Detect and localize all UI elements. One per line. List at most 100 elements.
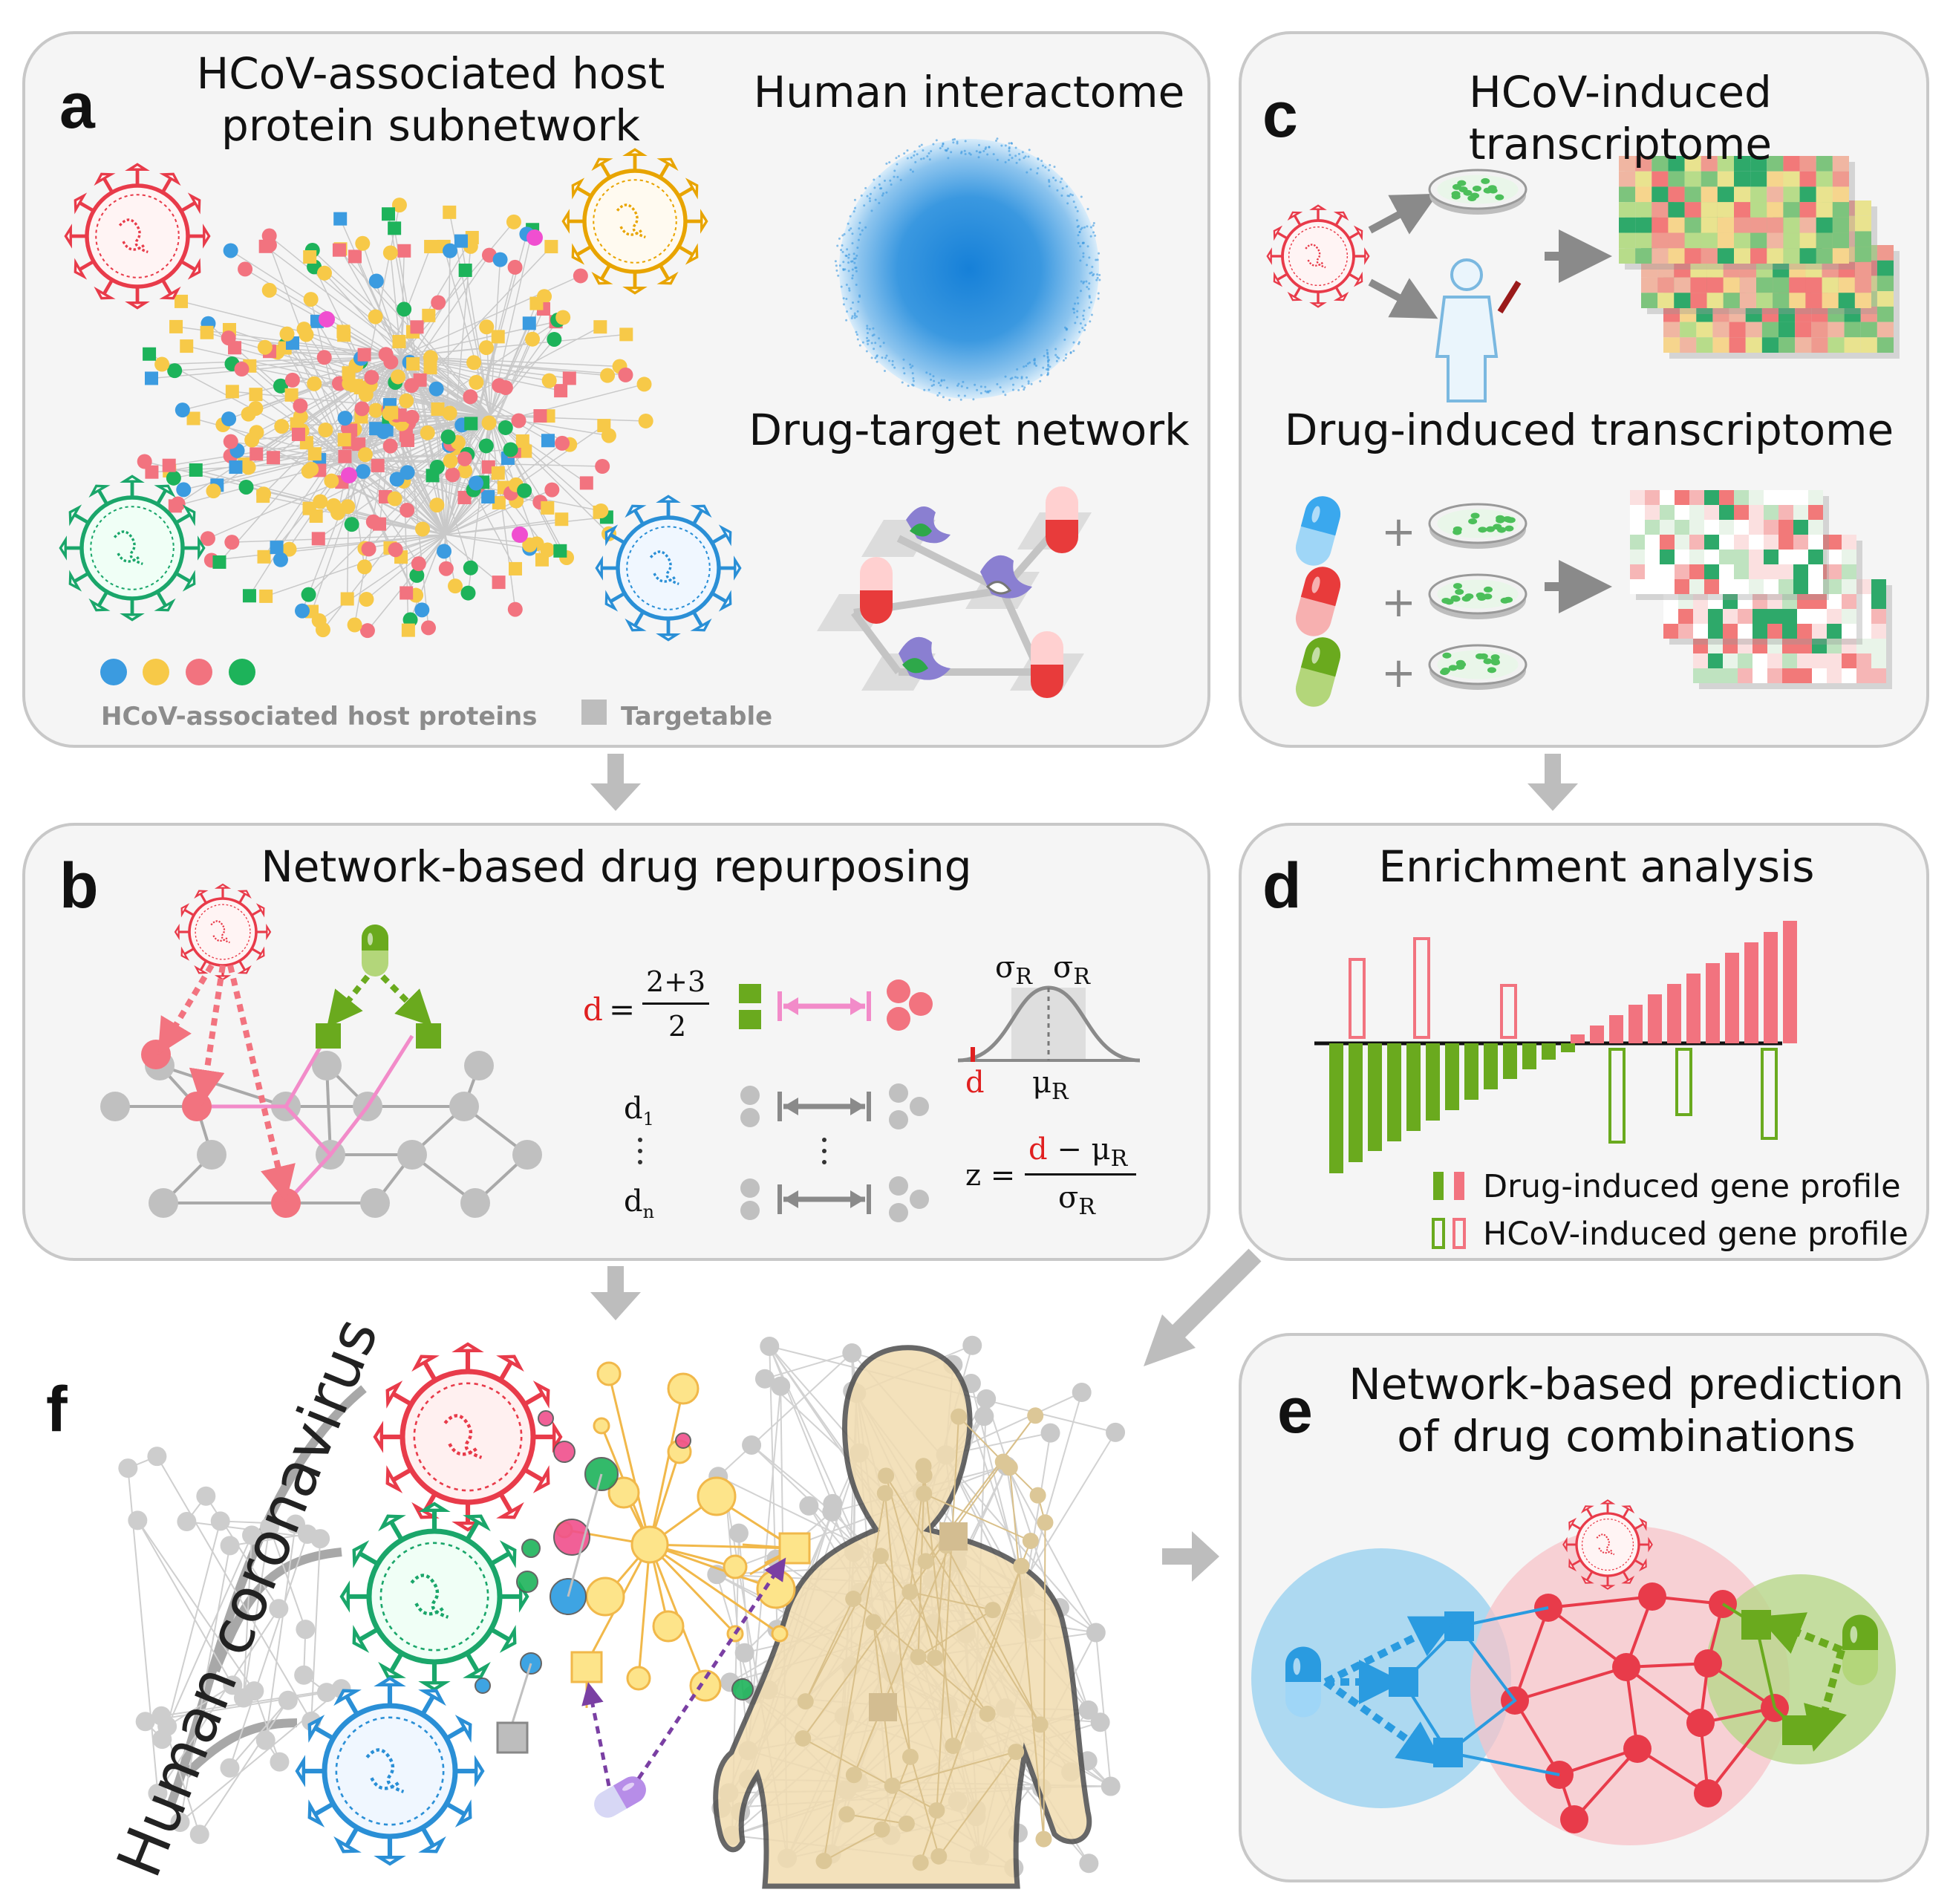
legend-dot-pink [186,659,212,685]
drug-up-bar [1571,1034,1585,1043]
hub-node [630,1525,669,1564]
drug-up-bar [1744,942,1758,1043]
virus-icon [1266,204,1370,308]
pill-icon [1295,567,1341,636]
drug-down-bar [1484,1043,1498,1089]
body-target-node [869,1693,897,1721]
formula-bar [642,1002,709,1005]
drug-down-bar [1445,1043,1459,1110]
protein-node [553,1441,576,1463]
legend-hcov-label: HCoV-induced gene profile [1483,1216,1908,1253]
pill-icon [1285,1646,1321,1718]
host-node [141,1040,171,1069]
arrow-icon [1162,1531,1219,1582]
arrow-icon [1368,278,1438,319]
protein-node [723,1554,748,1579]
pill-icon [860,557,893,624]
target-node [570,1651,603,1683]
panel-a-letter: a [59,71,95,142]
drug-down-bar [1349,1043,1363,1162]
hcov-up-bar [1413,937,1430,1039]
formula-equals: = [609,991,636,1028]
arrow-icon [1527,754,1578,811]
syringe-icon [1497,280,1522,314]
drug-up-bar [1783,921,1797,1043]
hcov-up-bar [1500,984,1517,1039]
protein-node [731,1678,754,1701]
drug-down-bar [1542,1043,1556,1060]
protein-structure-icon [980,555,1032,599]
protein-node [475,1678,491,1694]
virus-icon [595,495,742,642]
human-figure-icon [1435,258,1499,402]
panel-b-title: Network-based drug repurposing [261,841,972,892]
graph-node [149,1188,178,1218]
phylogeny-branch [166,1385,367,1807]
protein-node [771,1625,789,1643]
plus-sign: + [1381,578,1416,627]
pill-icon [362,925,388,977]
drug-target-node [1741,1610,1771,1640]
hcov-up-bar [1349,958,1366,1039]
disease-node [1560,1805,1588,1833]
panel-d-title: Enrichment analysis [1378,841,1815,892]
mu-label: μR [1032,1066,1069,1105]
legend-drug-pink [1454,1172,1464,1200]
virus-icon [561,148,708,295]
target-node [778,1532,811,1565]
drug-target-arrow [581,1682,611,1787]
protein-node [593,1417,610,1435]
drug-down-bar [1387,1043,1401,1141]
hcov-down-bar [1675,1048,1692,1116]
formula-numerator: 2+3 [646,965,706,998]
arrow-icon [590,1266,641,1320]
host-protein-subnetwork [137,198,653,639]
legend-hcov-pink [1452,1218,1466,1249]
heatmap-icon [1630,490,1829,600]
drug-down-bar [1503,1043,1517,1079]
hcov-down-bar [1761,1048,1778,1140]
graph-node [197,1140,226,1170]
graph-node [100,1092,130,1121]
legend-dot-green [229,659,255,685]
protein-node [697,1476,737,1516]
virus-icon [339,1502,529,1692]
protein-node [521,1539,541,1558]
panel-a-title: HCoV-associated host protein subnetwork [163,48,698,151]
petri-dish-icon [1428,503,1527,549]
graph-node [312,1051,342,1080]
petri-dish-icon [1428,169,1527,215]
panel-c-drug-title: Drug-induced transcriptome [1284,405,1894,455]
petri-dish-icon [1428,573,1527,619]
plus-sign: + [1381,508,1416,556]
hcov-down-bar [1608,1048,1626,1144]
drug-down-bar [1329,1043,1343,1173]
panel-a-title-line2: protein subnetwork [221,100,640,151]
disease-node [1623,1735,1652,1763]
disease-node [1612,1653,1640,1681]
drug-up-bar [1706,963,1720,1043]
virus-icon [373,1342,563,1532]
protein-node [652,1610,685,1643]
target-node [739,984,761,1003]
protein-node [689,1669,722,1702]
z-denominator: σR [1058,1181,1095,1220]
graph-node [397,1140,427,1170]
host-node [182,1092,212,1121]
virus-icon [59,475,206,622]
panel-c-title: HCoV-induced transcriptome [1468,67,1773,169]
protein-structure-icon [906,506,951,544]
formula-denominator: 2 [668,1010,687,1043]
d-marker-label: d [965,1066,985,1100]
graph-node [512,1140,542,1170]
target-node [316,1023,341,1049]
protein-node [516,1571,538,1593]
virus-icon [174,883,272,981]
pill-icon [1046,486,1078,553]
panel-e-title-line2: of drug combinations [1397,1410,1856,1461]
petri-dish-icon [1428,644,1527,690]
protein-node [607,1476,640,1509]
drug-down-bar [1522,1043,1536,1069]
graph-node [449,1092,479,1121]
